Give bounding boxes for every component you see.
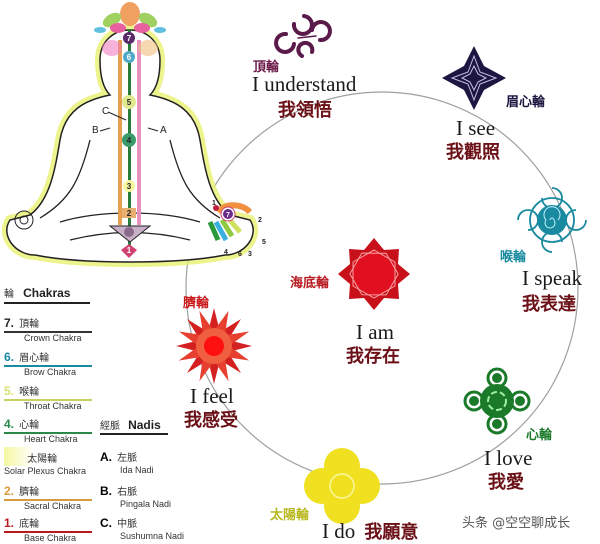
spine-number-7: 7 xyxy=(127,34,132,43)
legend-item-solar-plexus: 3. 太陽輪 Solar Plexus Chakra xyxy=(4,447,94,476)
nadi-item-sushumna: C. 中脈 Sushumna Nadi xyxy=(100,516,185,541)
throat-chakra-label: 喉輪 xyxy=(500,250,527,265)
base-chakra-chinese: 我存在 xyxy=(346,346,400,367)
svg-text:3: 3 xyxy=(248,251,252,258)
solar-plexus-chakra-chinese: 我願意 xyxy=(364,522,419,543)
legend-item-heart: 4. 心輪 Heart Chakra xyxy=(4,413,92,444)
sacral-chakra-english: I feel xyxy=(190,384,234,408)
solar-plexus-chakra-text: I do 我願意 xyxy=(322,518,418,544)
meditating-figure: 7 6 5 4 3 2 1 C B A 1 7 2 5 3 6 4 xyxy=(1,2,266,268)
svg-text:7: 7 xyxy=(226,212,230,219)
svg-text:4: 4 xyxy=(127,136,132,145)
crown-chakra-icon xyxy=(274,14,332,58)
brow-chakra-label: 眉心輪 xyxy=(506,95,546,110)
base-chakra-label: 海底輪 xyxy=(290,276,330,291)
nadi-item-pingala: B. 右脈 Pingala Nadi xyxy=(100,484,172,509)
svg-text:6: 6 xyxy=(238,251,242,258)
svg-text:6: 6 xyxy=(127,53,132,62)
heart-chakra-label: 心輪 xyxy=(526,428,553,443)
heart-chakra-chinese: 我愛 xyxy=(488,472,524,493)
solar-plexus-chakra-english: I do xyxy=(322,519,356,543)
brow-chakra-english: I see xyxy=(456,116,496,140)
brow-chakra-chinese: 我觀照 xyxy=(446,142,500,163)
svg-text:2: 2 xyxy=(258,217,262,224)
sacral-chakra-chinese: 我感受 xyxy=(184,410,238,431)
crown-chakra-english: I understand xyxy=(252,72,357,96)
chakras-legend-title: 輪 Chakras xyxy=(4,282,90,304)
chakras-legend: 輪 Chakras xyxy=(4,282,90,304)
nadis-legend-title: 經脈 Nadis xyxy=(100,414,168,435)
legend-item-crown: 7. 頂輪 Crown Chakra xyxy=(4,312,92,343)
base-chakra-icon xyxy=(338,238,410,310)
svg-text:2: 2 xyxy=(127,209,132,218)
svg-text:A: A xyxy=(160,125,167,136)
heart-chakra-icon xyxy=(463,367,531,435)
throat-chakra-icon xyxy=(517,187,587,253)
brow-chakra-icon xyxy=(442,46,506,110)
svg-text:1: 1 xyxy=(127,246,132,255)
crown-chakra-label: 頂輪 xyxy=(253,60,280,75)
legend-item-throat: 5. 喉輪 Throat Chakra xyxy=(4,380,92,411)
nadi-item-ida: A. 左脈 Ida Nadi xyxy=(100,450,154,475)
right-hand-icon xyxy=(207,202,253,242)
svg-text:5: 5 xyxy=(262,239,266,246)
throat-chakra-english: I speak xyxy=(522,266,583,290)
legend-item-brow: 6. 眉心輪 Brow Chakra xyxy=(4,346,92,377)
throat-chakra-chinese: 我表達 xyxy=(522,294,576,315)
legend-item-base: 1. 底輪 Base Chakra xyxy=(4,512,92,543)
solar-plexus-chakra-icon xyxy=(304,448,380,524)
solar-plexus-chakra-label: 太陽輪 xyxy=(270,508,310,523)
svg-text:4: 4 xyxy=(224,249,228,256)
crown-chakra-chinese: 我領悟 xyxy=(278,100,332,121)
sacral-chakra-icon xyxy=(176,308,252,384)
heart-chakra-english: I love xyxy=(484,446,533,470)
svg-text:5: 5 xyxy=(127,98,132,107)
watermark: 头条 @空空聊成长 xyxy=(462,516,571,531)
svg-text:C: C xyxy=(102,106,109,117)
crown-flower-icon xyxy=(94,2,166,56)
legend-item-sacral: 2. 臍輪 Sacral Chakra xyxy=(4,480,92,511)
base-chakra-english: I am xyxy=(356,320,394,344)
svg-text:1: 1 xyxy=(212,200,216,207)
svg-text:B: B xyxy=(92,125,99,136)
sacral-chakra-label: 臍輪 xyxy=(183,296,210,311)
svg-text:3: 3 xyxy=(127,182,132,191)
